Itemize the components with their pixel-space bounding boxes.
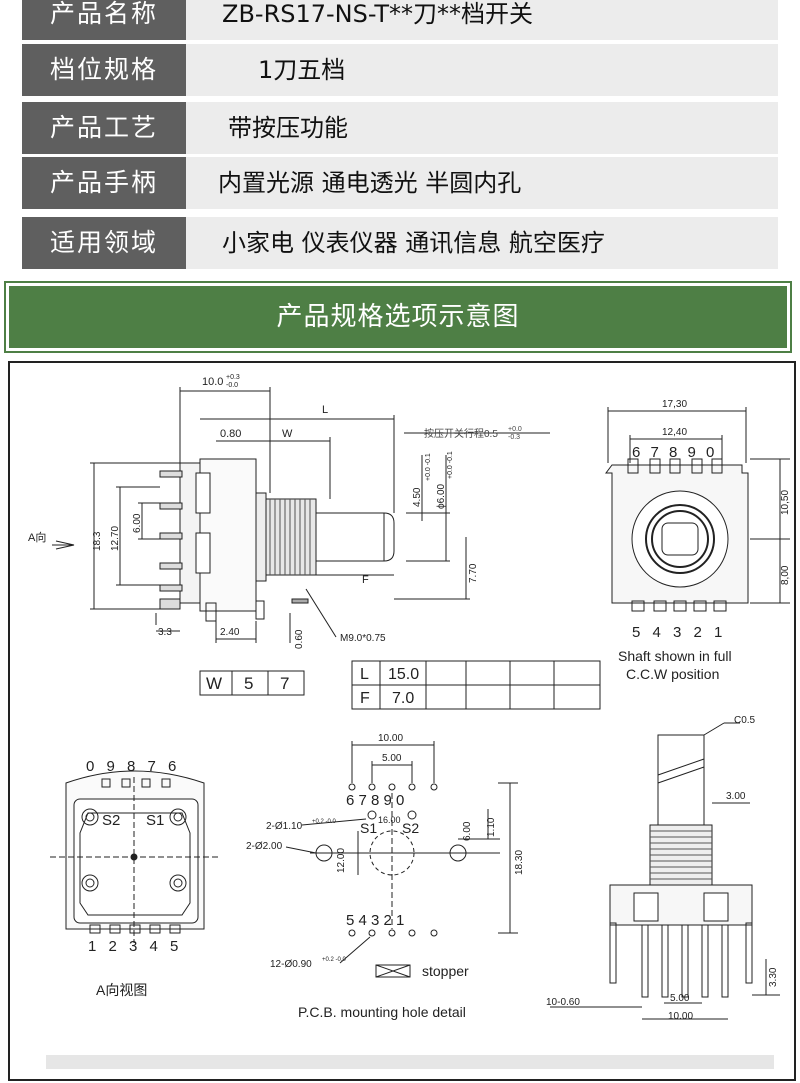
- dim-240: 2.40: [220, 627, 240, 638]
- front-bottom-pins: 5 4 3 2 1: [632, 624, 726, 641]
- pcb-dim-1200: 12.00: [336, 848, 347, 873]
- spec-label: 适用领域: [22, 217, 186, 269]
- bottom-top-pins: 0 9 8 7 6: [86, 758, 180, 775]
- profile-dim-1060: 10-0.60: [546, 997, 580, 1008]
- bottom-s2: S2: [102, 812, 120, 829]
- banner-title: 产品规格选项示意图: [276, 302, 520, 332]
- thread-label: M9.0*0.75: [340, 633, 386, 644]
- w-table-c2: 5: [244, 674, 253, 693]
- front-top-pins: 6 7 8 9 0: [632, 444, 717, 461]
- pcb-bottom-pins: 5 4 3 2 1: [346, 912, 404, 929]
- press-tol-minus: -0.3: [508, 434, 520, 441]
- pcb-dim-110: 1.10: [486, 817, 497, 837]
- spec-value: ZB-RS17-NS-T**刀**档开关: [222, 0, 533, 28]
- lf-table-f-value: 7.0: [392, 690, 414, 707]
- pcb-caption: P.C.B. mounting hole detail: [298, 1004, 466, 1020]
- dim-f: F: [362, 574, 369, 586]
- spec-row-application: 适用领域 小家电 仪表仪器 通讯信息 航空医疗: [22, 217, 778, 269]
- bottom-view-caption: A向视图: [96, 982, 147, 998]
- dim-10: 10.0: [202, 376, 223, 388]
- pcb-dim-500: 5.00: [382, 753, 402, 764]
- profile-view: [550, 722, 780, 1020]
- pcb-top-pins: 6 7 8 9 0: [346, 792, 404, 809]
- pcb-hole-2: 2-Ø2.00: [246, 841, 283, 852]
- spec-label: 档位规格: [22, 44, 186, 96]
- dim-080: 0.80: [220, 428, 241, 440]
- w-table: [199, 670, 305, 696]
- spec-value: 带按压功能: [228, 114, 348, 142]
- dim-10-tol: +0.3: [226, 374, 240, 381]
- spec-row-process: 产品工艺 带按压功能: [22, 102, 778, 154]
- dim-1050: 10,50: [780, 490, 791, 515]
- w-table-c3: 7: [280, 674, 289, 693]
- profile-dim-300: 3.00: [726, 791, 746, 802]
- spec-label: 产品手柄: [22, 157, 186, 209]
- dim-600-shaft: ϕ6.00: [436, 483, 447, 509]
- pcb-dim-1830: 18.30: [514, 850, 525, 875]
- dim-600: 6.00: [132, 513, 143, 533]
- spec-value: 内置光源 通电透光 半圆内孔: [218, 169, 522, 197]
- dim-450-tol: +0.0 -0.1: [425, 453, 432, 481]
- side-view: [52, 387, 550, 643]
- front-note-1: Shaft shown in full: [618, 648, 732, 664]
- profile-dim-500: 5.00: [670, 993, 690, 1004]
- profile-dim-1000: 10.00: [668, 1011, 693, 1022]
- lf-table-f: F: [360, 690, 370, 707]
- press-tol-plus: +0.0: [508, 426, 522, 433]
- profile-dim-330: 3.30: [768, 967, 779, 987]
- dim-l: L: [322, 404, 328, 416]
- spec-row-gear: 档位规格 1刀五档: [22, 44, 778, 96]
- spec-value: 小家电 仪表仪器 通讯信息 航空医疗: [222, 229, 605, 257]
- dim-1730: 17,30: [662, 399, 687, 410]
- dim-33: 3.3: [158, 627, 172, 638]
- pcb-dim-1000: 10.00: [378, 733, 403, 744]
- technical-drawing: 10.0 +0.3 -0.0 L 0.80 W 按压开关行程0.5 +0.0 -…: [8, 361, 796, 1081]
- section-banner: 产品规格选项示意图: [4, 281, 792, 353]
- spec-label: 产品名称: [22, 0, 186, 40]
- bottom-view: [50, 770, 220, 943]
- bottom-s1: S1: [146, 812, 164, 829]
- lf-table-l: L: [360, 666, 369, 683]
- dim-600-tol: +0.0 -0.1: [447, 451, 454, 479]
- w-table-c1: W: [206, 674, 222, 693]
- footer-bar: [46, 1055, 774, 1069]
- dim-060: 0.60: [294, 629, 305, 649]
- dim-1270: 12.70: [110, 526, 121, 551]
- pcb-hole-3: 12-Ø0.90: [270, 959, 312, 970]
- dim-1240: 12,40: [662, 427, 687, 438]
- spec-row-name: 产品名称 ZB-RS17-NS-T**刀**档开关: [22, 0, 778, 40]
- spec-row-handle: 产品手柄 内置光源 通电透光 半圆内孔: [22, 157, 778, 209]
- profile-c05: C0.5: [734, 715, 756, 726]
- stopper-label: stopper: [422, 963, 469, 979]
- dim-183: 18.3: [92, 531, 103, 551]
- pcb-dim-1600: 16.00: [378, 815, 401, 825]
- a-direction-label: A向: [28, 530, 46, 544]
- pcb-s2: S2: [402, 820, 419, 836]
- pcb-hole-pattern: [285, 741, 518, 978]
- pcb-hole-1-tol: +0.2 -0.0: [312, 819, 337, 825]
- pcb-hole-1: 2-Ø1.10: [266, 821, 303, 832]
- drawing-canvas: 10.0 +0.3 -0.0 L 0.80 W 按压开关行程0.5 +0.0 -…: [28, 374, 791, 1022]
- press-travel: 按压开关行程0.5: [424, 427, 498, 440]
- spec-value: 1刀五档: [258, 56, 346, 84]
- dim-w: W: [282, 428, 293, 440]
- dim-770: 7.70: [468, 563, 479, 583]
- spec-label: 产品工艺: [22, 102, 186, 154]
- bottom-pins: 1 2 3 4 5: [88, 938, 182, 955]
- front-view: [605, 407, 790, 612]
- lf-table-l-value: 15.0: [388, 666, 419, 683]
- dim-800: 8,00: [780, 565, 791, 585]
- front-note-2: C.C.W position: [626, 666, 719, 682]
- lf-table: [351, 660, 601, 710]
- pcb-hole-3-tol: +0.2 -0.0: [322, 957, 347, 963]
- dim-450: 4.50: [412, 487, 423, 507]
- pcb-s1: S1: [360, 820, 377, 836]
- pcb-dim-600: 6.00: [462, 821, 473, 841]
- dim-10-tol-minus: -0.0: [226, 382, 238, 389]
